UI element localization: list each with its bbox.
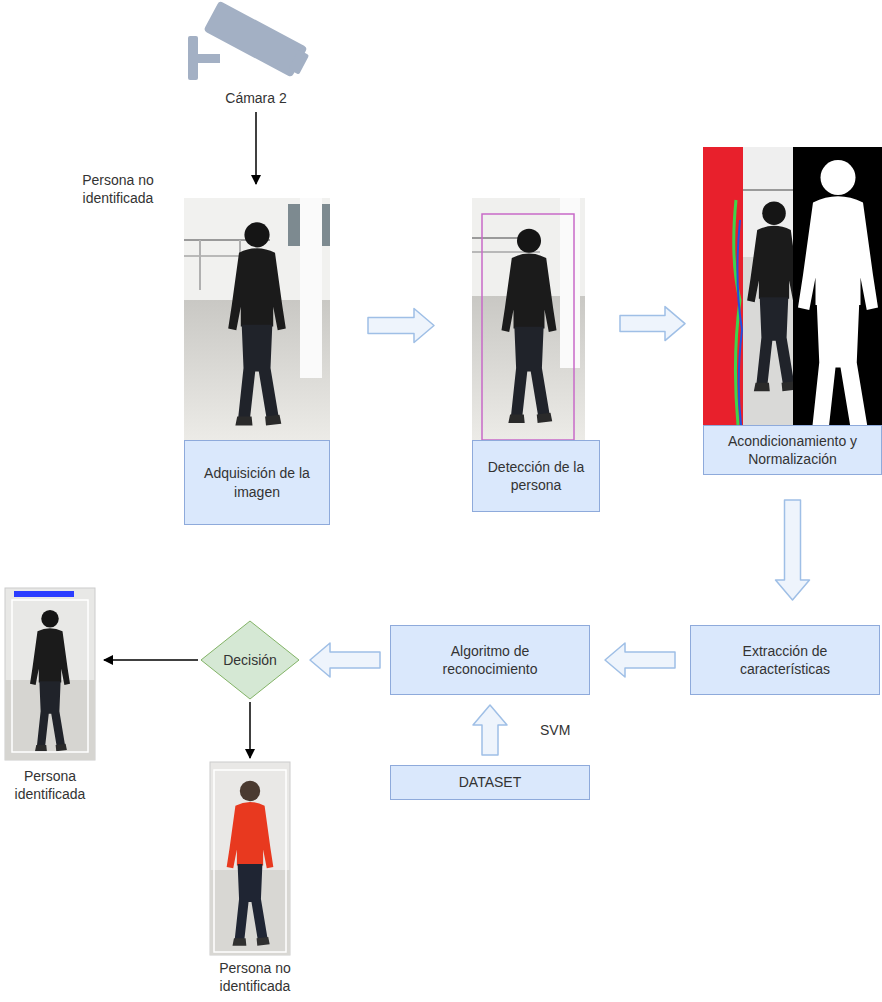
photo-detection-part xyxy=(472,198,585,440)
photo-identified-part xyxy=(12,600,88,752)
photo-segmentation-part xyxy=(703,147,743,425)
image-stage: Detección de la persona xyxy=(472,198,600,512)
decision-arrow xyxy=(249,702,251,758)
photo-segmentation-part xyxy=(737,220,742,425)
photo-detection-part xyxy=(501,229,556,423)
photo-detection-part xyxy=(560,198,580,368)
node-text: Decisión xyxy=(223,651,277,669)
process-box: DATASET xyxy=(390,765,590,800)
photo-segmentation-part-part xyxy=(747,201,793,391)
photo-detection-part xyxy=(482,214,574,440)
text-label: SVM xyxy=(540,722,600,740)
caption-box: Adquisición de la imagen xyxy=(184,440,330,525)
node-text: Adquisición de la imagen xyxy=(192,464,322,500)
photo-segmentation-part xyxy=(793,147,882,425)
camera-icon-part xyxy=(196,54,220,63)
photo-acquisition-part xyxy=(300,198,322,378)
camera-icon xyxy=(188,1,312,80)
image-stage: Acondicionamiento y Normalización xyxy=(703,147,882,475)
photo-acquisition-part xyxy=(228,222,286,425)
flow-arrow xyxy=(368,309,434,343)
decision-diamond: Decisión xyxy=(200,620,300,700)
photo-unidentified-part xyxy=(210,762,290,955)
camera-icon-part xyxy=(203,1,312,80)
process-box: Extracción de características xyxy=(690,625,880,695)
photo-identified-part xyxy=(30,610,70,751)
text-label: Persona identificada xyxy=(0,768,100,803)
flow-arrow xyxy=(473,705,507,755)
process-box: Algoritmo de reconocimiento xyxy=(390,625,590,695)
photo-identified-part xyxy=(5,588,95,760)
flow-arrow xyxy=(310,643,380,677)
diamond-outline xyxy=(201,621,299,699)
photo-segmentation xyxy=(703,147,882,443)
photo-acquisition-part xyxy=(184,198,330,440)
photo-segmentation-part xyxy=(743,147,793,425)
node-text: Algoritmo de reconocimiento xyxy=(420,642,560,678)
flow-arrow xyxy=(620,307,685,341)
flow-arrow xyxy=(605,643,675,677)
caption-box: Detección de la persona xyxy=(472,440,600,512)
text-label: Persona no identificada xyxy=(66,172,170,207)
camera-arrow xyxy=(255,112,257,184)
photo-unidentified-part xyxy=(227,781,274,946)
node-text: Acondicionamiento y Normalización xyxy=(710,432,875,468)
photo-detection xyxy=(472,198,585,440)
image-stage: Adquisición de la imagen xyxy=(184,198,330,525)
photo-segmentation-part-part xyxy=(743,189,793,191)
node-text: DATASET xyxy=(459,773,522,791)
text-label: Cámara 2 xyxy=(196,90,316,108)
photo-acquisition-part xyxy=(199,240,201,290)
photo-unidentified-part xyxy=(214,770,286,952)
decision-arrow xyxy=(104,659,198,661)
photo-unidentified xyxy=(210,762,290,955)
caption-box: Acondicionamiento y Normalización xyxy=(703,425,882,475)
photo-identified xyxy=(5,588,95,760)
photo-acquisition xyxy=(184,198,330,440)
camera-icon-part-part xyxy=(288,50,309,75)
photo-segmentation-part-part xyxy=(798,160,878,425)
node-text: Extracción de características xyxy=(710,642,860,678)
text-label: Persona no identificada xyxy=(200,960,310,995)
node-text: Detección de la persona xyxy=(480,458,592,494)
flow-arrow xyxy=(776,500,810,600)
photo-identified-part xyxy=(14,591,74,597)
